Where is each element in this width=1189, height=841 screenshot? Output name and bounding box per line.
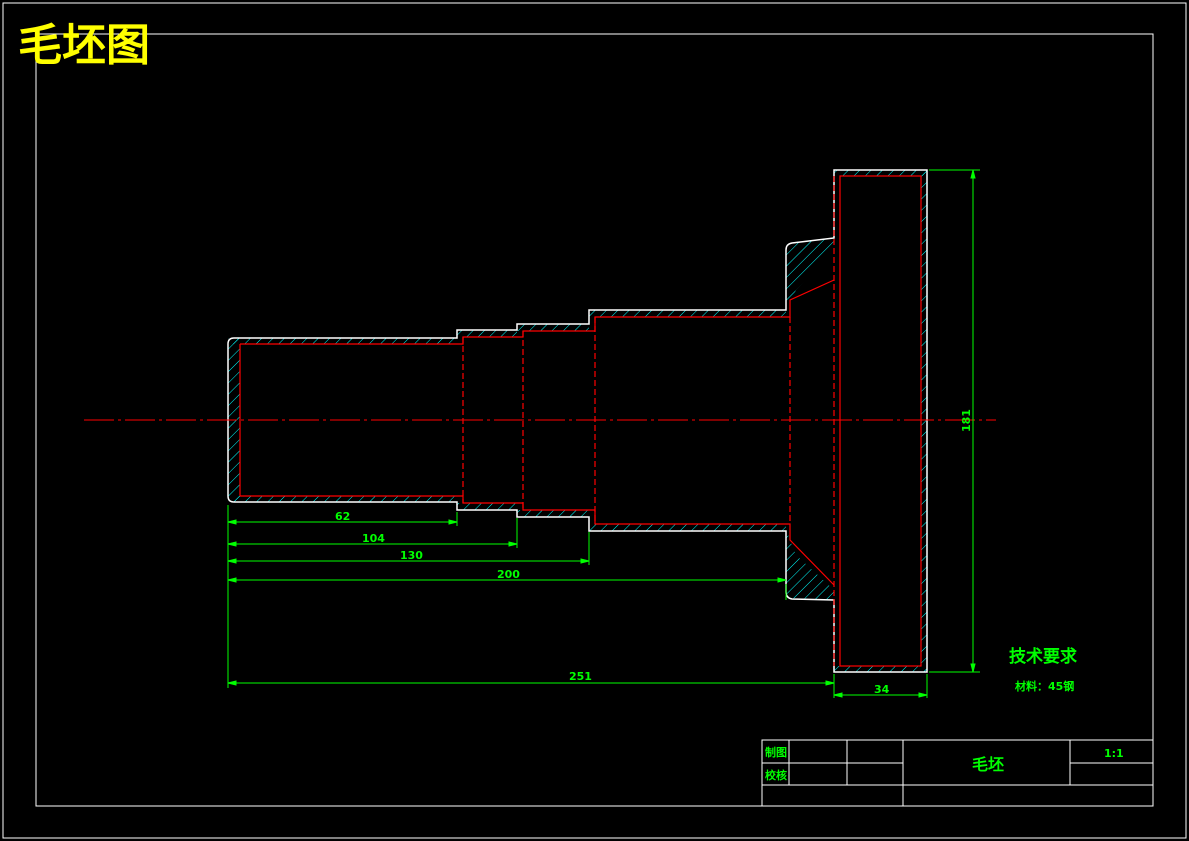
- part-name: 毛坯: [972, 755, 1004, 774]
- dim-34: 34: [874, 683, 890, 696]
- dim-130: 130: [400, 549, 423, 562]
- part-outline: [227, 169, 928, 673]
- hatched-walls: [228, 170, 927, 672]
- scale-value: 1:1: [1104, 747, 1124, 760]
- material-note: 材料：45钢: [1015, 679, 1074, 693]
- dim-181: 181: [960, 409, 973, 432]
- checked-label: 校核: [765, 768, 787, 782]
- dim-200: 200: [497, 568, 520, 581]
- inner-frame: [35, 33, 1154, 807]
- dimension-lines: [227, 169, 980, 698]
- dim-62: 62: [335, 510, 350, 523]
- dim-104: 104: [362, 532, 385, 545]
- title-block: [761, 739, 1154, 807]
- tech-req-heading: 技术要求: [1009, 646, 1077, 667]
- drawing-title: 毛坯图: [18, 20, 150, 71]
- dim-251: 251: [569, 670, 592, 683]
- drawn-label: 制图: [765, 745, 787, 759]
